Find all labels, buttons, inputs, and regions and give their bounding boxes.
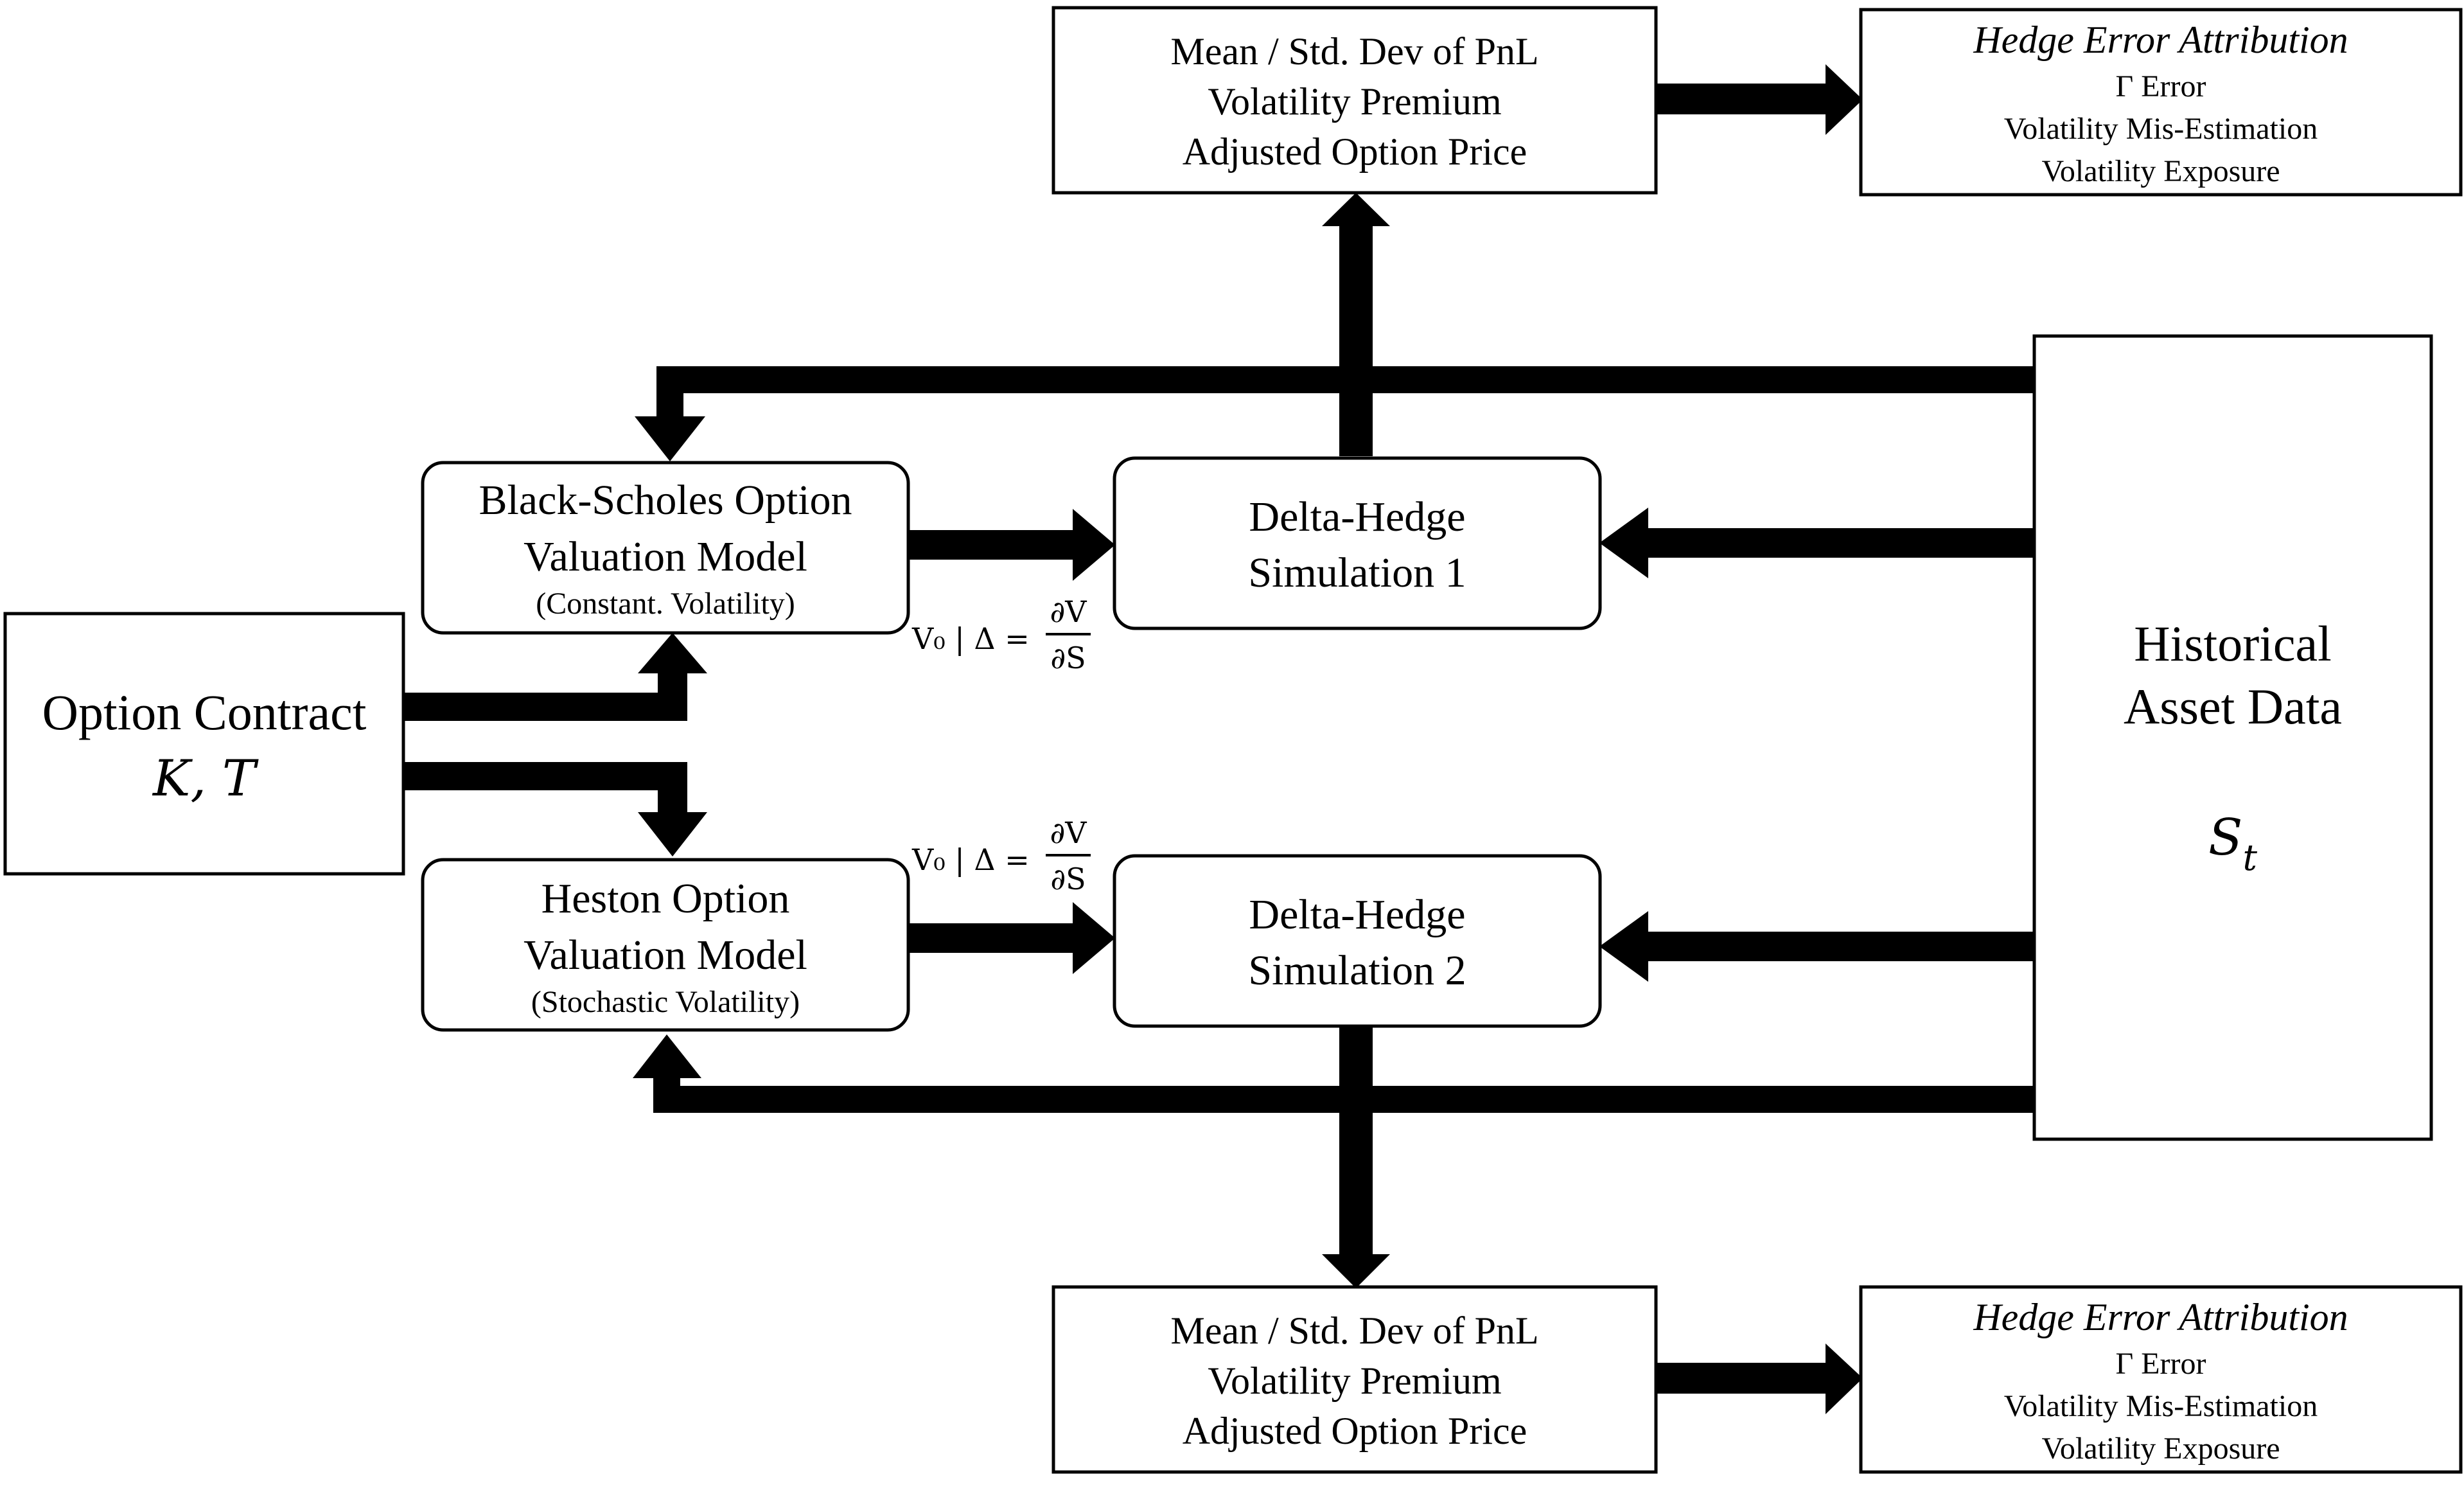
black-scholes-model-box: Black-Scholes Option Valuation Model (Co…	[421, 461, 910, 635]
sim1-to-stats-shaft	[1339, 225, 1373, 456]
option-contract-box: Option Contract K, T	[3, 612, 405, 876]
bs-to-sim1-shaft	[909, 530, 1076, 560]
sim1-line2: Simulation 1	[1248, 549, 1466, 596]
greek-top-lhs: V₀ | Δ =	[911, 621, 1030, 656]
heston-model-line2: Valuation Model	[524, 932, 807, 979]
historical-line1: Historical	[2134, 616, 2332, 671]
stats-bottom-box: Mean / Std. Dev of PnL Volatility Premiu…	[1052, 1285, 1658, 1474]
greek-label-top: V₀ | Δ = ∂V ∂S	[911, 594, 1091, 675]
hist-to-sim1-shaft	[1644, 528, 2034, 558]
hist-to-sim1-arrowhead	[1599, 508, 1648, 578]
option-contract-params: K, T	[152, 750, 259, 808]
hedge-error-attribution-bottom-box: Hedge Error Attribution Γ Error Volatili…	[1859, 1285, 2463, 1474]
attr-top-title: Hedge Error Attribution	[1973, 19, 2348, 61]
attr-bottom-line1: Γ Error	[2115, 1347, 2206, 1381]
sim2-to-stats-shaft	[1339, 1025, 1373, 1256]
bs-model-line2: Valuation Model	[524, 533, 807, 580]
hist-to-sim2-shaft	[1644, 932, 2034, 961]
contract-to-heston-drop	[658, 762, 687, 817]
stats-to-attr-bottom-shaft	[1656, 1363, 1829, 1394]
heston-model-note: (Stochastic Volatility)	[531, 985, 800, 1019]
sim1-to-stats-arrowhead	[1322, 193, 1390, 226]
sim2-to-stats-arrowhead	[1322, 1254, 1390, 1288]
hist-to-bs-drop	[656, 366, 683, 424]
hist-to-heston-arrowhead	[633, 1034, 701, 1078]
contract-to-bs-arrowhead	[638, 633, 707, 673]
attr-bottom-line2: Volatility Mis-Estimation	[2004, 1389, 2318, 1423]
stats-bottom-line2: Volatility Premium	[1208, 1360, 1501, 1402]
heston-model-box: Heston Option Valuation Model (Stochasti…	[421, 858, 910, 1032]
historical-line2: Asset Data	[2124, 678, 2342, 734]
option-contract-title: Option Contract	[42, 684, 367, 740]
greek-bottom-denominator: ∂S	[1050, 862, 1086, 896]
sim2-line2: Simulation 2	[1248, 947, 1466, 994]
stats-to-attr-top-shaft	[1656, 84, 1829, 114]
sim2-line1: Delta-Hedge	[1249, 891, 1465, 938]
hist-to-bs-arrowhead	[635, 416, 705, 461]
historical-symbol-base: S	[2208, 809, 2242, 867]
stats-top-line1: Mean / Std. Dev of PnL	[1170, 30, 1538, 73]
attr-bottom-line3: Volatility Exposure	[2041, 1432, 2280, 1466]
delta-hedge-sim1-box: Delta-Hedge Simulation 1	[1113, 456, 1602, 630]
heston-model-line1: Heston Option	[541, 875, 790, 922]
stats-bottom-line3: Adjusted Option Price	[1183, 1410, 1527, 1452]
historical-asset-data-box: Historical Asset Data St	[2032, 334, 2433, 1141]
contract-to-heston-bar	[405, 762, 687, 790]
stats-to-attr-bottom-arrowhead	[1826, 1344, 1863, 1414]
stats-top-line2: Volatility Premium	[1208, 80, 1501, 123]
historical-symbol: St	[2208, 809, 2257, 879]
contract-to-bs-rise	[658, 668, 687, 721]
hist-to-sim2-arrowhead	[1599, 911, 1648, 982]
greek-bottom-numerator: ∂V	[1050, 815, 1087, 850]
connectors	[405, 64, 2034, 1414]
attr-top-line3: Volatility Exposure	[2041, 154, 2280, 188]
greek-top-fraction-bar	[1046, 633, 1091, 635]
heston-to-sim2-shaft	[909, 923, 1076, 953]
greek-label-bottom: V₀ | Δ = ∂V ∂S	[911, 815, 1091, 896]
stats-top-box: Mean / Std. Dev of PnL Volatility Premiu…	[1052, 6, 1658, 195]
stats-bottom-line1: Mean / Std. Dev of PnL	[1170, 1309, 1538, 1352]
delta-hedge-sim2-box: Delta-Hedge Simulation 2	[1113, 854, 1602, 1028]
bs-model-line1: Black-Scholes Option	[479, 477, 852, 524]
greek-top-denominator: ∂S	[1050, 641, 1086, 675]
bs-model-note: (Constant. Volatility)	[536, 587, 795, 621]
greek-bottom-fraction-bar	[1046, 854, 1091, 856]
stats-to-attr-top-arrowhead	[1826, 64, 1863, 135]
contract-to-bs-bar	[405, 693, 687, 721]
greek-bottom-lhs: V₀ | Δ =	[911, 842, 1030, 877]
attr-top-line1: Γ Error	[2115, 69, 2206, 103]
attr-bottom-title: Hedge Error Attribution	[1973, 1296, 2348, 1338]
stats-top-line3: Adjusted Option Price	[1183, 130, 1527, 173]
heston-to-sim2-arrowhead	[1073, 902, 1115, 974]
greek-top-numerator: ∂V	[1050, 594, 1087, 629]
hist-to-heston-rise	[653, 1073, 680, 1113]
attr-top-line2: Volatility Mis-Estimation	[2004, 112, 2318, 146]
hedge-error-attribution-top-box: Hedge Error Attribution Γ Error Volatili…	[1859, 8, 2463, 197]
historical-symbol-subscript: t	[2242, 837, 2257, 879]
bs-to-sim1-arrowhead	[1073, 509, 1115, 581]
contract-to-heston-arrowhead	[638, 812, 707, 856]
sim1-line1: Delta-Hedge	[1249, 493, 1465, 540]
